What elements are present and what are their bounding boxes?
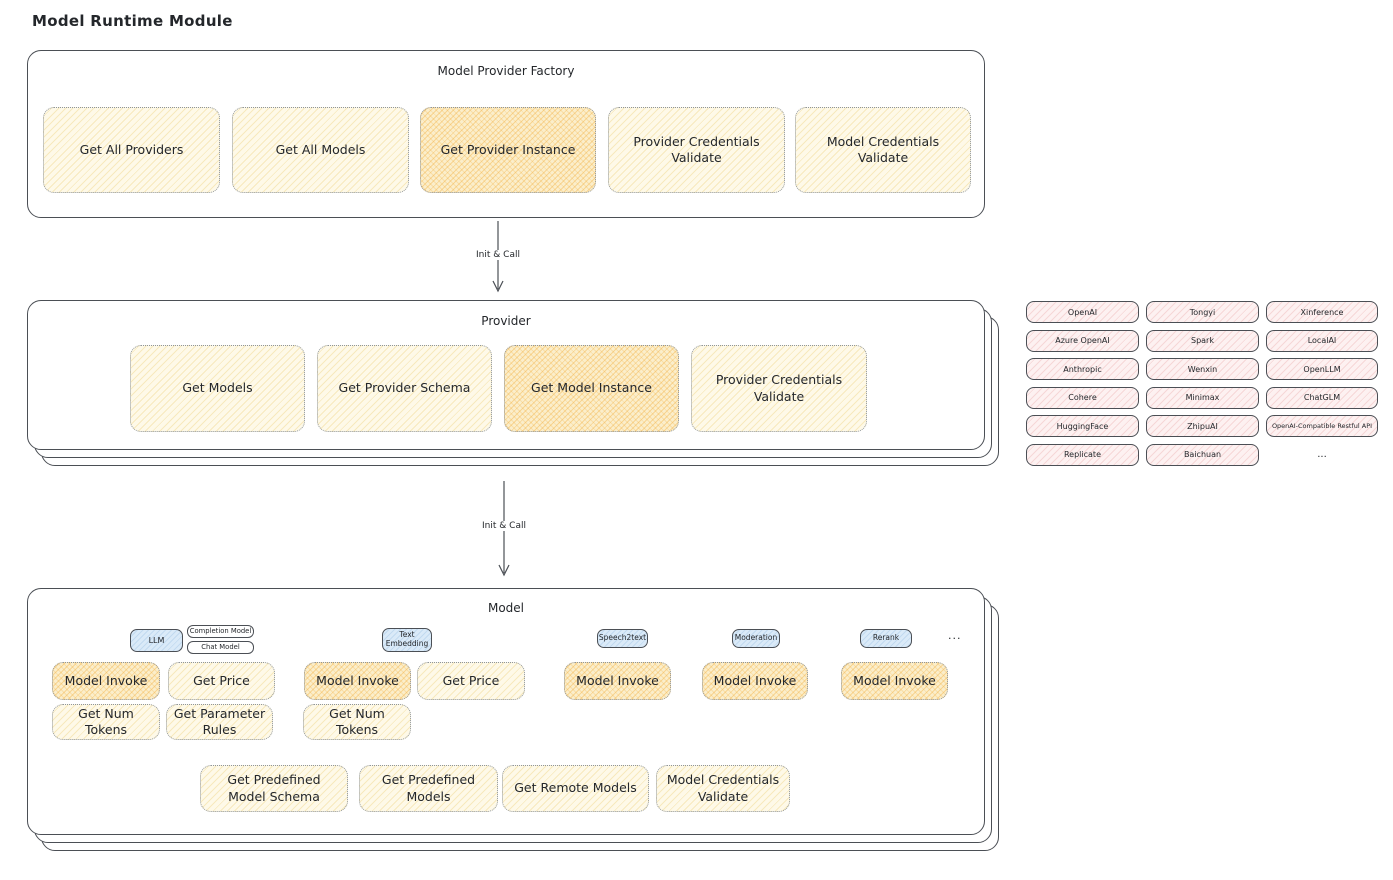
vendor-zhipuai: ZhipuAI [1146,415,1259,438]
node-get-price-text-embedding: Get Price [417,662,525,700]
vendor-baichuan: Baichuan [1146,443,1259,466]
arrow-label-init-call-2: Init & Call [468,521,540,531]
arrow-down-icon [498,481,510,577]
vendor-grid: OpenAI Tongyi Xinference Azure OpenAI Sp… [1026,301,1378,467]
factory-title: Model Provider Factory [437,64,575,78]
tag-text-embedding: Text Embedding [382,628,432,652]
node-get-all-models: Get All Models [232,107,409,193]
node-get-models: Get Models [130,345,305,432]
tag-speech2text: Speech2text [597,629,648,648]
provider-title: Provider [481,314,531,328]
vendor-spark: Spark [1146,329,1259,352]
vendor-huggingface: HuggingFace [1026,415,1139,438]
vendor-tongyi: Tongyi [1146,301,1259,323]
tag-completion-model: Completion Model [187,625,254,638]
node-get-provider-schema: Get Provider Schema [317,345,492,432]
tag-moderation: Moderation [732,629,780,648]
arrow-label-init-call-1: Init & Call [462,250,534,260]
tag-rerank: Rerank [860,629,912,648]
node-model-invoke-llm: Model Invoke [52,662,160,700]
node-get-num-tokens-text-embedding: Get Num Tokens [303,704,411,740]
node-get-provider-instance: Get Provider Instance [420,107,596,193]
node-model-invoke-speech2text: Model Invoke [564,662,671,700]
vendor-more-ellipsis: ... [1317,449,1327,461]
node-get-predefined-model-schema: Get Predefined Model Schema [200,765,348,812]
vendor-azure-openai: Azure OpenAI [1026,329,1139,352]
model-types-ellipsis: ... [948,629,962,642]
vendor-openai: OpenAI [1026,301,1139,323]
node-get-predefined-models: Get Predefined Models [359,765,498,812]
vendor-openllm: OpenLLM [1266,358,1378,381]
vendor-cohere: Cohere [1026,386,1139,409]
model-title: Model [487,601,525,615]
tag-llm: LLM [130,629,183,652]
node-model-invoke-moderation: Model Invoke [702,662,808,700]
vendor-localai: LocalAI [1266,329,1378,352]
node-model-invoke-text-embedding: Model Invoke [304,662,411,700]
node-get-remote-models: Get Remote Models [502,765,649,812]
node-get-price-llm: Get Price [168,662,275,700]
node-get-all-providers: Get All Providers [43,107,220,193]
vendor-chatglm: ChatGLM [1266,386,1378,409]
vendor-replicate: Replicate [1026,443,1139,466]
vendor-openai-compatible-restful-api: OpenAI-Compatible Restful API [1266,415,1378,438]
node-provider-credentials-validate: Provider Credentials Validate [608,107,785,193]
node-get-parameter-rules: Get Parameter Rules [166,704,273,740]
node-model-credentials-validate: Model Credentials Validate [795,107,971,193]
vendor-wenxin: Wenxin [1146,358,1259,381]
node-get-model-instance: Get Model Instance [504,345,679,432]
tag-chat-model: Chat Model [187,641,254,654]
vendor-anthropic: Anthropic [1026,358,1139,381]
vendor-xinference: Xinference [1266,301,1378,323]
page-title: Model Runtime Module [32,12,233,30]
node-model-credentials-validate-2: Model Credentials Validate [656,765,790,812]
vendor-minimax: Minimax [1146,386,1259,409]
node-provider-credentials-validate-2: Provider Credentials Validate [691,345,867,432]
node-model-invoke-rerank: Model Invoke [841,662,948,700]
node-get-num-tokens-llm: Get Num Tokens [52,704,160,740]
